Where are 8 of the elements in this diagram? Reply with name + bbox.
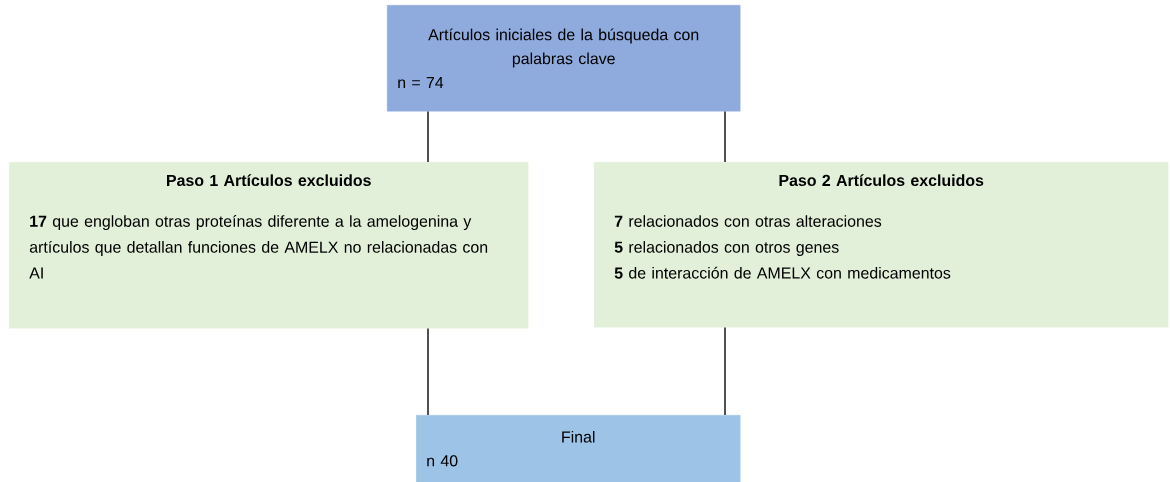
- connector-line: [427, 110, 429, 163]
- process-box: Final n 40: [416, 415, 741, 482]
- connector-line: [724, 110, 726, 163]
- process-box: Artículos iniciales de la búsqueda con palabras clave n = 74: [387, 5, 741, 112]
- exclusion-box: Paso 1 Artículos excluidos 17 que engloban otras proteínas diferente a la amelogenina y artículos que detallan funciones de AMELX no relacionadas con AI: [9, 162, 529, 329]
- connector-line: [427, 327, 429, 416]
- exclusion-box: Paso 2 Artículos excluidos 7 relacionados con otras alteraciones 5 relacionados con otros genes 5 de interacción de AMELX con medicamentos: [594, 162, 1169, 328]
- connector-line: [724, 326, 726, 416]
